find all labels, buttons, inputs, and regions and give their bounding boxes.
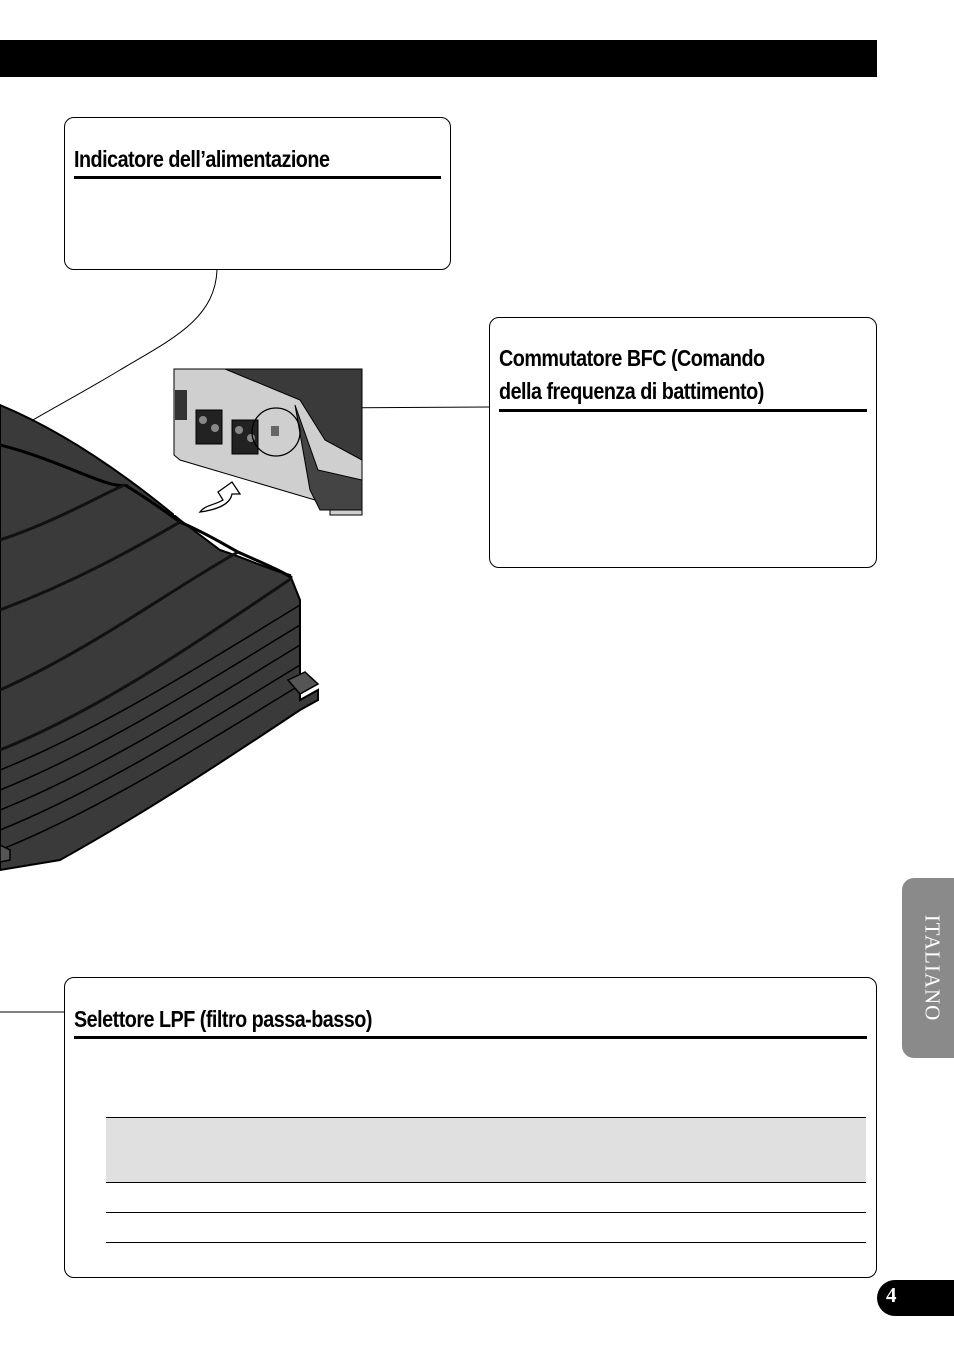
amplifier-body — [0, 403, 320, 872]
table-header — [106, 1117, 866, 1183]
page-number-badge: 4 — [877, 1280, 954, 1316]
page-number: 4 — [886, 1283, 897, 1307]
language-tab: ITALIANO — [902, 878, 954, 1058]
language-tab-label: ITALIANO — [920, 914, 945, 1022]
lpf-selector-title: Selettore LPF (filtro passa-basso) — [74, 1006, 372, 1032]
table-row — [106, 1183, 866, 1213]
bfc-title-line-2: della frequenza di battimento) — [499, 378, 764, 404]
bfc-switch-callout: Commutatore BFC (Comando della frequenza… — [489, 317, 877, 568]
inset-detail — [173, 368, 363, 516]
lpf-table — [106, 1117, 866, 1243]
power-indicator-title: Indicatore dell’alimentazione — [74, 146, 330, 172]
bfc-switch-title: Commutatore BFC (Comando della frequenza… — [499, 342, 815, 408]
title-rule — [74, 1036, 867, 1039]
title-rule — [74, 176, 441, 179]
lpf-selector-callout: Selettore LPF (filtro passa-basso) — [64, 977, 877, 1278]
header-bar — [0, 40, 877, 77]
title-rule — [499, 409, 867, 412]
bfc-title-line-1: Commutatore BFC (Comando — [499, 345, 765, 371]
power-indicator-callout: Indicatore dell’alimentazione — [64, 117, 451, 270]
table-row — [106, 1213, 866, 1243]
